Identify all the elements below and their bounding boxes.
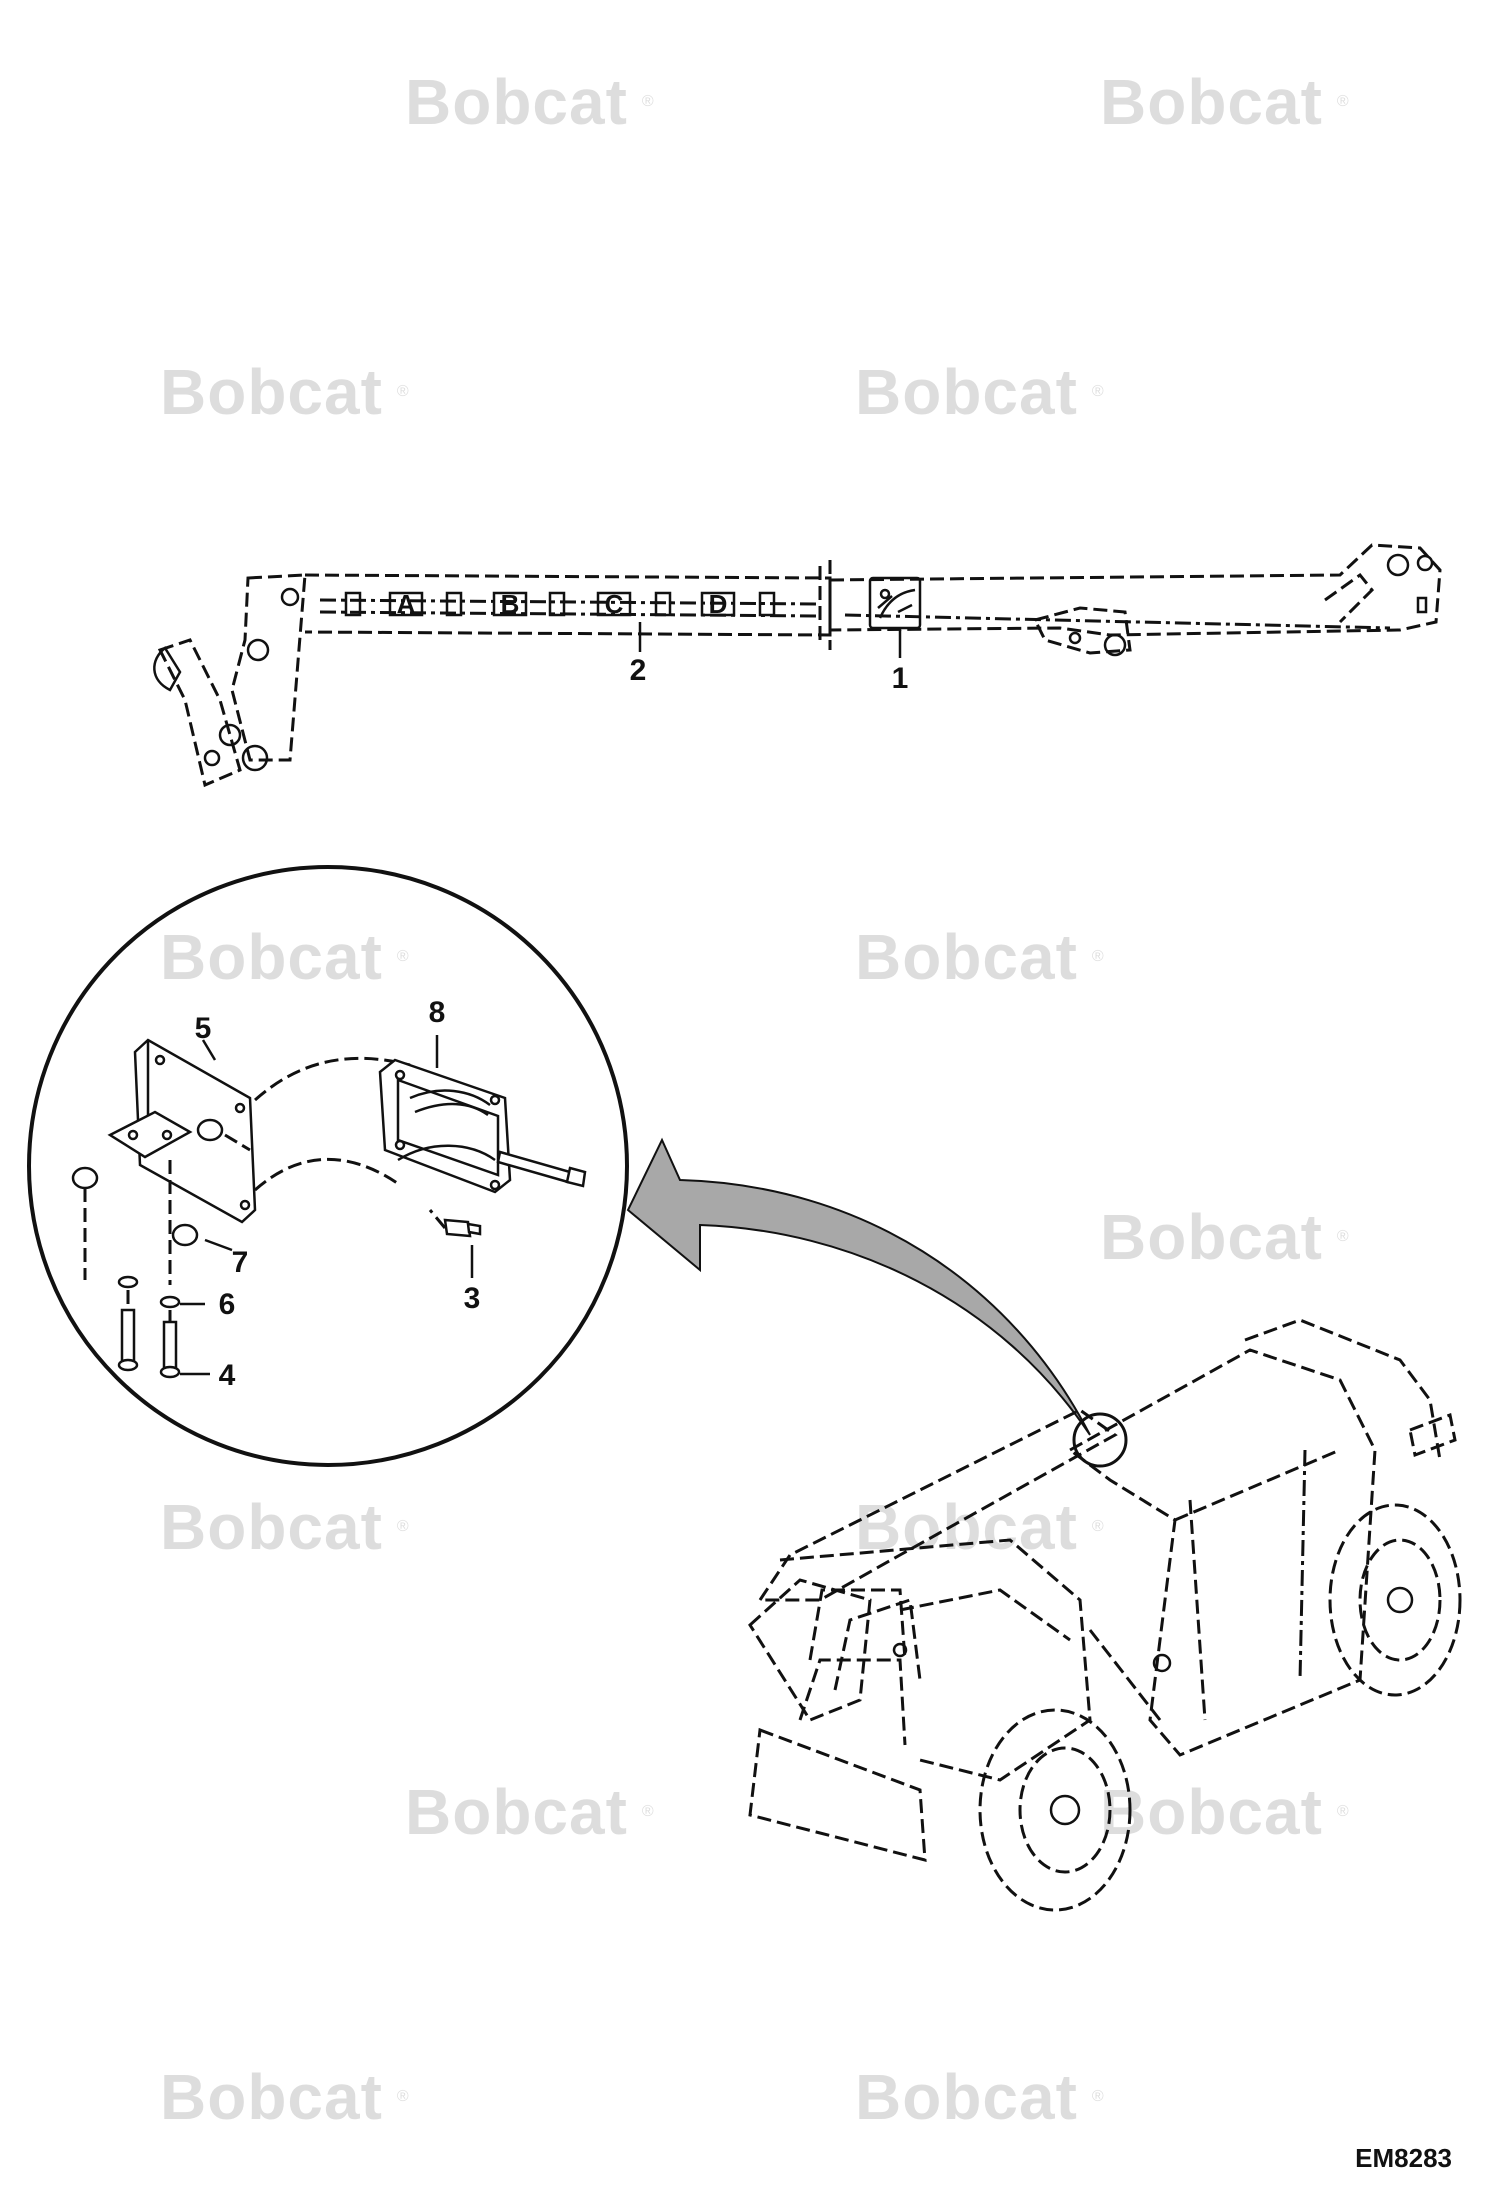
watermark-logo: Bobcat® [160, 356, 409, 428]
watermark-logo: Bobcat® [405, 66, 654, 138]
segment-label: C [605, 589, 624, 619]
telehandler-machine [748, 1318, 1462, 1912]
watermark-logo: Bobcat® [160, 1491, 409, 1563]
watermark-logo: Bobcat® [1100, 1776, 1349, 1848]
watermark-logo: Bobcat® [855, 2061, 1104, 2133]
detail-pointer-arrow [626, 1137, 1128, 1468]
drawing-code: EM8283 [1355, 2143, 1452, 2173]
watermark-logo: Bobcat® [1100, 1201, 1349, 1273]
callout-7: 7 [232, 1246, 249, 1279]
callout-5: 5 [195, 1012, 212, 1045]
watermark-logo: Bobcat® [855, 921, 1104, 993]
callout-6: 6 [219, 1288, 236, 1321]
watermark-logo: Bobcat® [160, 921, 409, 993]
callout-4: 4 [219, 1359, 236, 1392]
watermark-logo: Bobcat® [405, 1776, 654, 1848]
segment-label: B [501, 589, 520, 619]
watermark-logo: Bobcat® [1100, 66, 1349, 138]
watermark-logo: Bobcat® [855, 356, 1104, 428]
telescopic-boom: A B C D 2 1 [153, 543, 1442, 788]
detail-view: 5 8 7 3 6 4 [27, 865, 629, 1467]
callout-3: 3 [464, 1282, 481, 1315]
segment-label: A [397, 589, 416, 619]
segment-label: D [709, 589, 728, 619]
watermark-logo: Bobcat® [160, 2061, 409, 2133]
callout-1: 1 [892, 662, 909, 695]
callout-8: 8 [429, 996, 446, 1029]
callout-2: 2 [630, 654, 647, 687]
